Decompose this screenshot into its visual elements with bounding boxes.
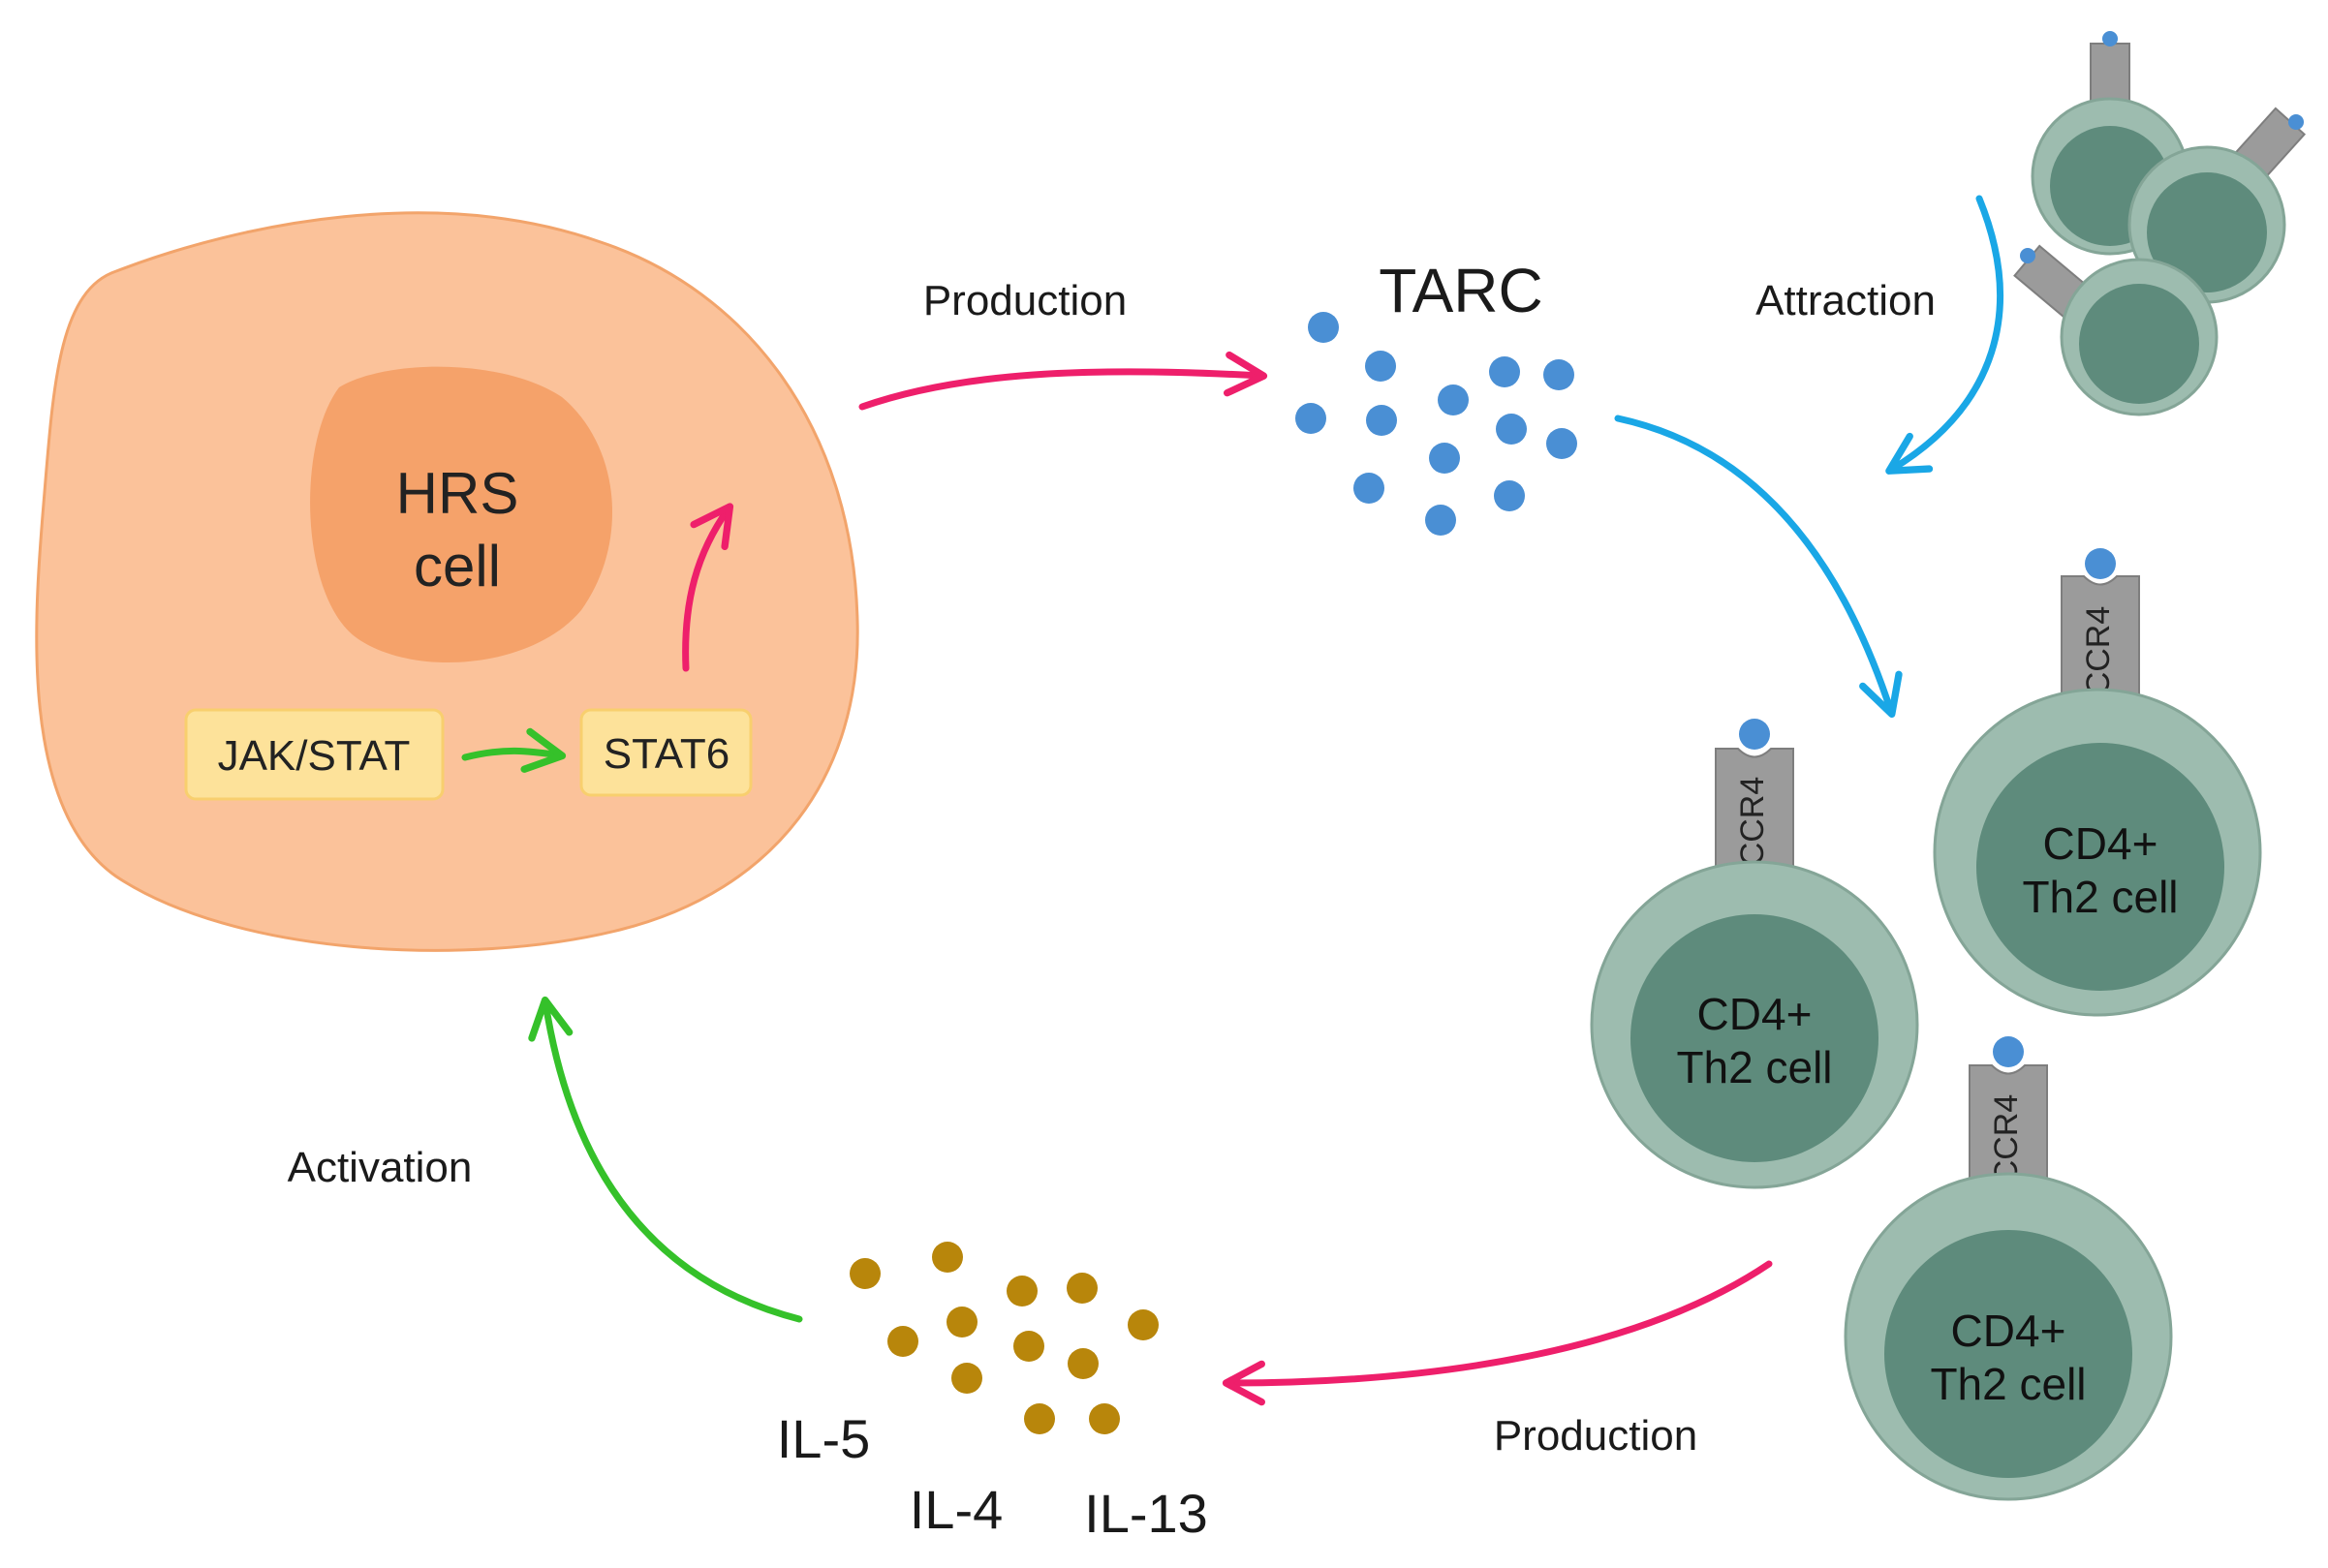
production-arrow-bottom — [1222, 1260, 1773, 1406]
stat6-label: STAT6 — [604, 730, 729, 778]
tarc-dot — [1429, 443, 1460, 474]
stat6-to-nucleus-arrow — [682, 503, 734, 672]
tarc-dot — [1494, 480, 1525, 511]
th2-cell-left: CCR4 CD4+ Th2 cell — [1590, 719, 1919, 1189]
il5-label: IL-5 — [777, 1408, 871, 1469]
ccr4-label: CCR4 — [2080, 606, 2117, 696]
hrs-cell-label-line1: HRS — [396, 461, 519, 526]
th2-label-line1: CD4+ — [1951, 1306, 2066, 1356]
th2-label-line2: Th2 cell — [1930, 1359, 2086, 1409]
cytokine-dot — [1067, 1273, 1098, 1304]
tarc-ligand — [2085, 548, 2116, 579]
th2-nucleus — [1976, 743, 2224, 991]
tarc-dot — [1353, 473, 1384, 504]
hrs-cell: HRS cell JAK/STAT STAT6 — [35, 211, 859, 952]
tarc-dots — [1295, 312, 1577, 536]
small-tarc-ligand — [2102, 31, 2118, 46]
cytokine-dot — [1128, 1309, 1159, 1340]
tarc-label: TARC — [1379, 256, 1542, 325]
tarc-ligand — [1739, 719, 1770, 750]
cytokine-dot — [932, 1242, 963, 1273]
production-label-top: Production — [923, 277, 1127, 324]
cytokine-dot — [1089, 1403, 1120, 1434]
cytokine-dot — [1068, 1348, 1099, 1379]
tarc-dot — [1489, 356, 1520, 387]
th2-label-line2: Th2 cell — [1676, 1042, 1832, 1092]
cytokine-dot — [951, 1363, 982, 1394]
cytokine-dot — [1024, 1403, 1055, 1434]
tarc-dot — [1365, 351, 1396, 382]
tarc-dot — [1308, 312, 1339, 343]
ccr4-receptor — [2061, 575, 2140, 723]
th2-nucleus — [1884, 1230, 2132, 1478]
tarc-ligand — [1993, 1036, 2024, 1067]
th2-label-line1: CD4+ — [1697, 989, 1813, 1039]
stat6-box: STAT6 — [579, 708, 753, 797]
th2-label-line2: Th2 cell — [2022, 872, 2178, 922]
hrs-cell-label-line2: cell — [414, 534, 501, 599]
tarc-dot — [1496, 414, 1527, 445]
small-th2-cluster — [2013, 31, 2307, 416]
jak-stat-label: JAK/STAT — [218, 732, 411, 780]
production-arrow-top — [858, 351, 1268, 411]
attraction-label: Attraction — [1755, 277, 1936, 324]
cytokine-dots — [850, 1242, 1159, 1434]
tarc-dot — [1425, 505, 1456, 536]
tarc-dot — [1366, 405, 1397, 436]
cytokine-dot — [1013, 1331, 1044, 1362]
jak-stat-to-stat6-arrow — [461, 727, 567, 773]
th2-nucleus — [1630, 914, 1878, 1162]
production-label-bottom: Production — [1494, 1412, 1697, 1460]
cytokine-dot — [947, 1307, 978, 1337]
hrs-nucleus — [310, 366, 613, 662]
il13-label: IL-13 — [1084, 1483, 1208, 1544]
cytokine-dot — [887, 1326, 918, 1357]
ccr4-label: CCR4 — [1988, 1094, 2025, 1184]
activation-arrow — [528, 996, 803, 1323]
jak-stat-box: JAK/STAT — [184, 708, 445, 801]
th2-label-line1: CD4+ — [2043, 818, 2158, 869]
small-tarc-ligand — [2288, 114, 2304, 130]
il4-label: IL-4 — [910, 1479, 1004, 1540]
th2-cell-bottom: CCR4 CD4+ Th2 cell — [1844, 1036, 2173, 1501]
th2-cell-right: CCR4 CD4+ Th2 cell — [1933, 548, 2262, 1017]
tarc-dot — [1546, 428, 1577, 459]
ccr4-label: CCR4 — [1734, 777, 1771, 867]
activation-label: Activation — [288, 1144, 473, 1191]
attraction-arrow — [1885, 195, 2003, 475]
small-th2-cell — [2127, 107, 2307, 304]
cytokine-dot — [1007, 1276, 1038, 1307]
cytokine-dot — [850, 1258, 881, 1289]
ccr4-receptor — [1715, 748, 1794, 895]
small-tarc-ligand — [2020, 248, 2035, 263]
tarc-dot — [1438, 384, 1469, 415]
small-th2-cell — [2013, 244, 2219, 416]
tarc-dot — [1543, 359, 1574, 390]
tarc-dot — [1295, 403, 1326, 434]
tarc-to-th2-arrow — [1614, 415, 1903, 719]
